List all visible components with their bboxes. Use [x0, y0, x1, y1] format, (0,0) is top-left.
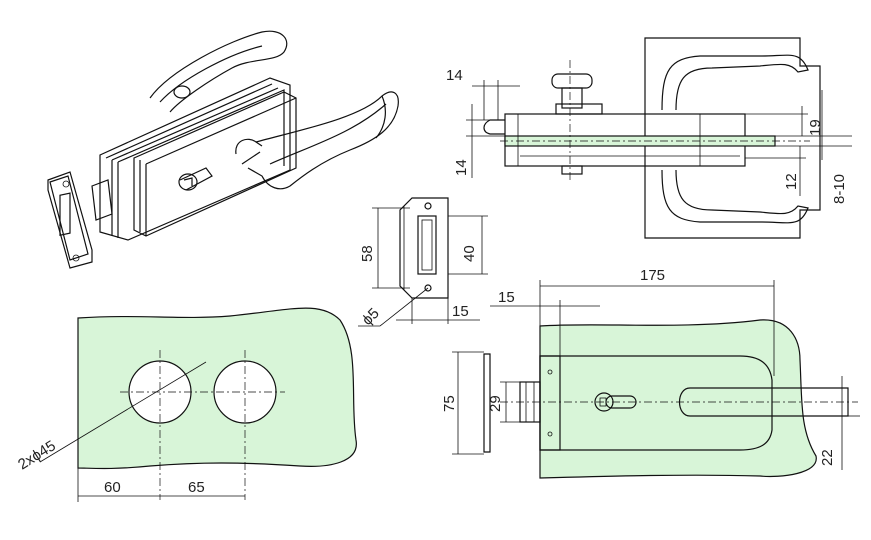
iso-strike-plate: [47, 171, 113, 269]
dim-label: 29: [487, 395, 504, 412]
side-latch: [483, 119, 505, 135]
isometric-lock-view: [47, 30, 399, 269]
dim-label: 14: [446, 67, 463, 84]
dim-front-22: 22: [819, 376, 860, 470]
dim-strike-58: 58: [359, 207, 410, 289]
dim-label: 58: [359, 245, 376, 262]
dim-front-175: 175: [539, 267, 775, 376]
dim-label: 15: [498, 289, 515, 306]
front-handle: [678, 387, 849, 417]
front-view: 175 15 75 29 22: [441, 267, 860, 479]
dim-front-75: 75: [441, 351, 484, 455]
dim-strike-15: 15: [396, 298, 480, 324]
dim-side-left-14: 14: [453, 104, 505, 178]
dim-label: 19: [807, 119, 824, 136]
dim-front-29: 29: [487, 381, 520, 423]
dim-label: 2xϕ45: [15, 437, 59, 473]
iso-near-handle: [235, 91, 399, 190]
dim-label: 65: [188, 479, 205, 496]
dim-label: ϕ5: [359, 305, 383, 329]
dim-side-19: 19: [745, 106, 824, 136]
dim-side-top-14: 14: [446, 67, 520, 120]
strike-plate-detail: 58 40 15 ϕ5: [358, 197, 488, 329]
dim-label: 175: [640, 267, 665, 284]
dim-side-12: 12: [745, 146, 806, 196]
dim-label: 15: [452, 303, 469, 320]
iso-back-body: [99, 77, 291, 241]
iso-front-body: [133, 91, 297, 237]
dim-front-15: 15: [490, 289, 600, 356]
side-upper-handle: [661, 54, 809, 111]
glass-cutout-view: 60 65 2xϕ45: [15, 307, 357, 502]
dim-label: 40: [461, 245, 478, 262]
side-lower-handle: [661, 169, 809, 224]
front-strike-edge: [483, 353, 491, 453]
dim-strike-hole: ϕ5: [358, 287, 429, 329]
dim-cutout-60-65: 60 65: [78, 479, 245, 497]
dim-side-8-10: 8-10: [775, 90, 852, 204]
front-glass-panel: [539, 319, 817, 479]
dim-label: 14: [453, 159, 470, 176]
dim-strike-40: 40: [448, 215, 488, 275]
dim-label: 60: [104, 479, 121, 496]
dim-label: 8-10: [831, 174, 848, 204]
dim-label: 22: [819, 449, 836, 466]
iso-far-handle: [149, 30, 288, 113]
side-view: 14 14 19 8-10 12: [446, 37, 852, 239]
side-screw: [551, 73, 603, 175]
dim-label: 12: [783, 173, 800, 190]
dim-label: 75: [441, 395, 458, 412]
